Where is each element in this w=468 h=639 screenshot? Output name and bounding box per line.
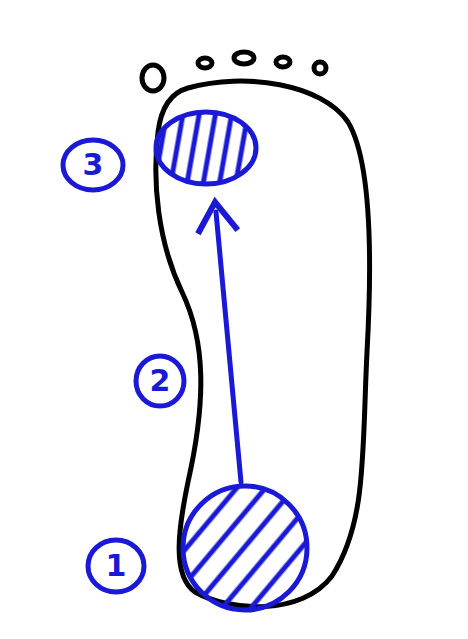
forefoot-area bbox=[156, 112, 256, 184]
callout-number: 2 bbox=[150, 366, 171, 396]
weight-arrow bbox=[216, 212, 241, 482]
callout-circle: 1 bbox=[85, 537, 147, 595]
callout-number: 3 bbox=[83, 150, 104, 180]
callout-circle: 2 bbox=[133, 353, 187, 409]
toes bbox=[142, 52, 326, 91]
callout-circle: 3 bbox=[60, 137, 126, 193]
callout-number: 1 bbox=[106, 551, 127, 581]
heel-area bbox=[183, 486, 307, 610]
